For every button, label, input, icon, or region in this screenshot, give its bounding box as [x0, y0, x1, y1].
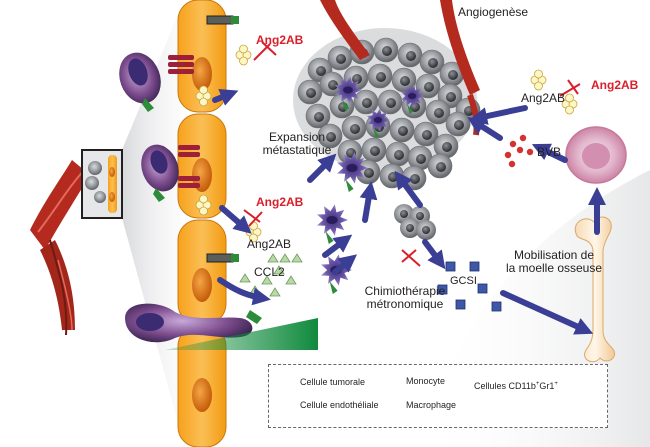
tie2-marker — [342, 99, 350, 112]
tumor-cell-nucleus — [416, 154, 426, 164]
expansion-line2: métastatique — [262, 142, 332, 157]
macrophage-nucleus — [326, 216, 338, 224]
tumor-cell-nucleus — [454, 120, 464, 130]
tumor-cell-nucleus — [350, 124, 360, 134]
tumor-cell-nucleus — [442, 142, 452, 152]
gcsi-particles — [437, 261, 502, 312]
mobilisation-line1: Mobilisation de — [513, 248, 595, 262]
angiogenesis-label: Angiogenèse — [458, 5, 529, 19]
ang2ab-lower-label: Ang2AB — [247, 237, 292, 251]
tumor-cell-nucleus — [376, 72, 386, 82]
left-blood-vessel — [30, 160, 90, 336]
endothelial-column — [177, 0, 227, 447]
tumor-cell-nucleus — [446, 92, 456, 102]
ang2ab-right-label: Ang2AB — [521, 91, 566, 105]
legend-cd11b-gr1: Cellules CD11b+Gr1+ — [474, 381, 558, 391]
tumor-cell-nucleus — [398, 126, 408, 136]
mobilisation-line2: la moelle osseuse — [505, 260, 603, 275]
mobilisation-label: Mobilisation de la moelle osseuse — [504, 249, 604, 274]
ang2ab-mid-label: Ang2AB — [256, 195, 304, 209]
bone — [574, 216, 616, 363]
macrophage-nucleus — [346, 164, 358, 172]
tie2-marker — [325, 231, 334, 244]
legend-macrophage: Macrophage — [406, 400, 457, 410]
legend-box — [268, 364, 608, 428]
legend-tumor-cell: Cellule tumorale — [300, 377, 366, 387]
tie2-marker — [329, 281, 338, 295]
bvb-particles — [504, 134, 534, 168]
tumor-mass — [293, 0, 481, 191]
tumor-cell-nucleus — [382, 46, 392, 56]
monocyte-top — [119, 52, 161, 112]
arrows — [212, 88, 606, 335]
tumor-cell-nucleus — [362, 98, 372, 108]
macrophage-nucleus — [343, 86, 353, 94]
tie2-receptor-lower — [206, 253, 239, 263]
tumor-cell-nucleus — [386, 98, 396, 108]
tumor-cell-nucleus — [336, 54, 346, 64]
tumor-cell-nucleus — [328, 80, 338, 90]
tumor-cell-nucleus — [316, 66, 326, 76]
legend-cd11b-sup1: + — [535, 381, 540, 387]
legend-monocyte: Monocyte — [406, 376, 446, 386]
ccl2-label: CCL2 — [254, 265, 285, 279]
cd11b-gr1-cell — [565, 126, 627, 184]
tumor-cell-nucleus — [352, 74, 362, 84]
tumor-cell-nucleus — [394, 150, 404, 160]
tie2-receptor-top — [206, 15, 239, 25]
tumor-cell-nucleus — [422, 130, 432, 140]
adhesion-molecules — [168, 55, 200, 188]
tumor-cell-nucleus — [388, 172, 398, 182]
chemo-line2: métronomique — [366, 296, 444, 311]
tumor-cell-nucleus — [436, 162, 446, 172]
tie2-marker — [345, 179, 354, 192]
chemo-line1: Chimiothérapie — [364, 284, 446, 298]
gcsi-label: GCSI — [450, 275, 477, 287]
inset-box — [81, 149, 123, 219]
expansion-label: Expansion métastatique — [262, 131, 332, 156]
ang2-clusters — [195, 44, 578, 243]
tumor-cell-nucleus — [306, 88, 316, 98]
tumor-cell-nucleus — [406, 51, 416, 61]
tumor-cell-nucleus — [410, 174, 420, 184]
ccl2-gradient-wedge — [165, 318, 318, 350]
legend-endothelial-cell: Cellule endothéliale — [300, 400, 379, 410]
bvb-label: BVB — [537, 145, 562, 159]
tumor-cell-nucleus — [326, 132, 336, 142]
tumor-cluster-small — [394, 204, 436, 240]
macrophage-nucleus — [407, 93, 417, 99]
tumor-cell-nucleus — [428, 58, 438, 68]
tumor-cell-nucleus — [424, 82, 434, 92]
inhibition-marks — [243, 41, 581, 267]
tumor-cell-nucleus — [364, 168, 374, 178]
tumor-cell-nucleus — [370, 146, 380, 156]
legend-cd11b-prefix: Cellules CD11b — [474, 381, 536, 391]
tumor-cell-nucleus — [434, 108, 444, 118]
transmigrating-monocyte — [125, 303, 262, 343]
macrophage-nucleus — [373, 117, 383, 123]
tumor-cell-nucleus — [400, 76, 410, 86]
tie2-marker — [407, 104, 414, 114]
tumor-cell-nucleus — [448, 70, 458, 80]
tie2-marker — [373, 128, 380, 138]
ang2ab-top-label: Ang2AB — [256, 33, 304, 47]
expansion-line1: Expansion — [268, 130, 326, 144]
monocyte-mid — [141, 144, 179, 202]
ang2ab-right-red-label: Ang2AB — [591, 78, 639, 92]
legend-cd11b-sup2: + — [554, 381, 558, 387]
chemo-label: Chimiothérapie métronomique — [360, 285, 450, 310]
legend-cd11b-mid: Gr1 — [539, 381, 555, 391]
tumor-cell-nucleus — [314, 112, 324, 122]
